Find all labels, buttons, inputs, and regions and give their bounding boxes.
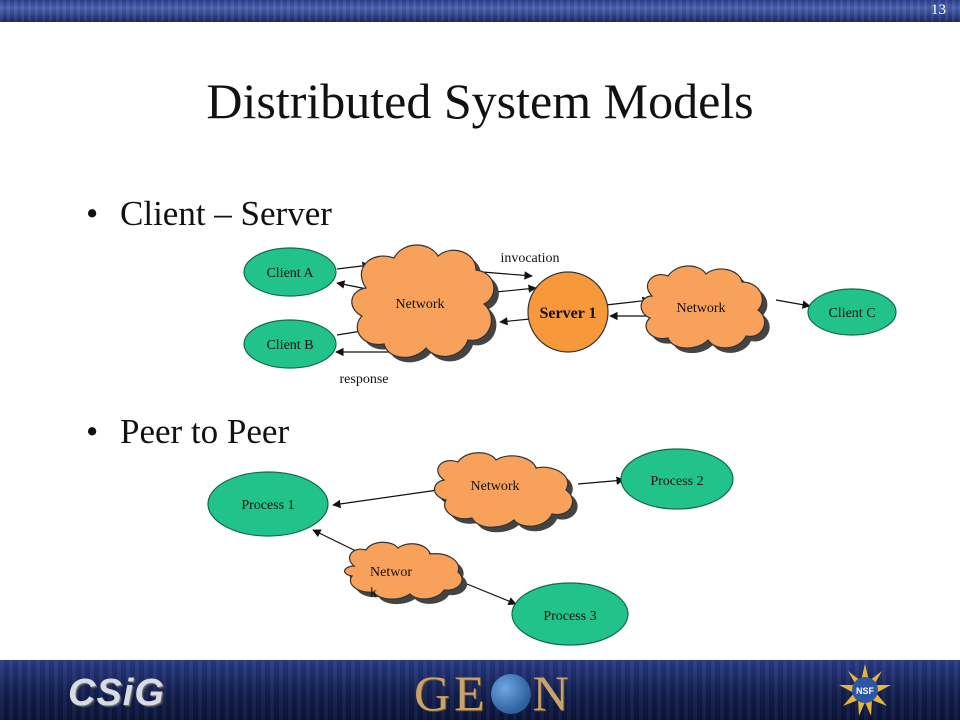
top-banner [0, 0, 960, 22]
line-network-process1-bottom [312, 529, 361, 554]
bullet-text: Client – Server [120, 194, 332, 233]
bullet-marker: • [86, 412, 99, 451]
geon-logo-text-left: GE [414, 665, 489, 721]
client-b-label: Client B [266, 338, 313, 353]
bullet-marker: • [86, 194, 99, 233]
line-network-process1 [332, 489, 439, 509]
network-cloud-p2p-top [433, 452, 578, 533]
csig-logo: CSiG [68, 672, 165, 714]
network-p2p-bottom-label-line1: Networ [370, 565, 412, 580]
line-network-process3 [461, 581, 517, 606]
client-c-node [807, 288, 897, 336]
process-1-label: Process 1 [241, 498, 294, 513]
bullet-peer-to-peer: • Peer to Peer [86, 412, 289, 452]
globe-icon [490, 674, 531, 714]
process-3-label: Process 3 [543, 609, 596, 624]
client-a-label: Client A [266, 266, 314, 281]
response-label: response [340, 372, 389, 387]
client-b-node [243, 319, 337, 369]
network-p2p-top-label: Network [471, 479, 520, 494]
nsf-logo: NSF [839, 664, 891, 716]
network-p2p-bottom-label-line2: k [370, 586, 377, 601]
client-a-node [243, 247, 337, 297]
line-network-process2 [577, 476, 625, 485]
server-label: Server 1 [539, 305, 596, 322]
network-left-label: Network [396, 297, 445, 312]
process-2-label: Process 2 [650, 474, 703, 489]
bottom-banner [0, 660, 960, 720]
process-1-node [207, 471, 329, 537]
bullet-text: Peer to Peer [120, 412, 290, 451]
slide-number: 13 [931, 2, 946, 18]
network-cloud-right [640, 265, 770, 354]
process-2-node [620, 448, 734, 510]
slide-title: Distributed System Models [206, 73, 754, 129]
nsf-star-icon: NSF [839, 664, 891, 716]
geon-logo-text-right: N [532, 665, 573, 721]
network-cloud-p2p-bottom [344, 541, 468, 605]
geon-logo: GE N [414, 664, 573, 722]
client-c-label: Client C [828, 306, 875, 321]
peer-to-peer-diagram: Process 1 Process 2 Process 3 Network Ne… [207, 448, 734, 646]
bullet-client-server: • Client – Server [86, 194, 332, 234]
server-node [527, 271, 609, 353]
invocation-label: invocation [500, 251, 559, 266]
process-3-node [511, 582, 629, 646]
nsf-logo-text: NSF [856, 686, 875, 696]
line-network-client-c [775, 299, 811, 309]
network-cloud-left [351, 244, 499, 363]
client-server-diagram: Client A Client B Network Server 1 Netwo… [243, 244, 897, 387]
network-right-label: Network [677, 301, 726, 316]
line-server-network [499, 317, 531, 326]
line-network-server [495, 284, 537, 293]
